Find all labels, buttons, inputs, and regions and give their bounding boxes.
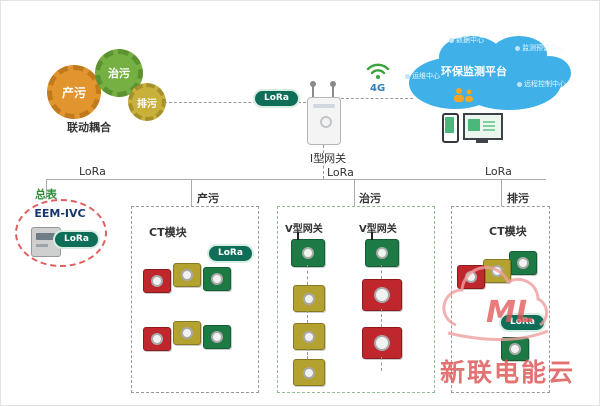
link-vgw-left-3 [307,348,308,359]
meter-label: 总表 [35,188,57,201]
gears-caption: 联动耦合 [67,121,111,134]
gear-chanwu-label: 产污 [61,85,86,100]
wifi-icon [366,63,390,79]
lora-badge-chanwu: LoRa [209,246,252,261]
gear-paiwu-icon: 排污 [128,83,166,121]
ct-module-yellow-icon [293,285,325,312]
ct-module-red-icon [457,265,485,289]
zone-zhiwu-title: 治污 [359,192,381,205]
users-icon [454,88,473,102]
monitor-icon [463,113,503,140]
ct-module-yellow-icon [173,321,201,345]
ct-module-red-icon [362,279,402,311]
zone-chanwu-ct-label: CT模块 [149,226,187,239]
link-gateway-cloud [341,98,413,99]
meter-device-label: EEM-IVC [34,207,86,220]
zone-chanwu-title: 产污 [197,192,219,205]
antenna-icon [310,81,316,98]
cloud-node-ops-center: 运维中心 [405,71,440,81]
vgateway-right-label: V型网关 [359,224,397,235]
zone-paiwu-title: 排污 [507,192,529,205]
lora-label-right: LoRa [485,165,512,178]
ct-module-red-icon [143,269,171,293]
bus-drop-paiwu [501,179,502,206]
vgateway-left-label: V型网关 [285,224,323,235]
link-vgw-right-3 [381,357,382,371]
ct-module-green-icon [501,337,529,361]
phone-icon [442,113,459,143]
zone-zhiwu [277,206,435,393]
lora-badge-paiwu: LoRa [501,315,544,330]
cloud-node-data-center: 数据中心 [449,35,484,45]
link-vgw-right-2 [381,309,382,327]
monitor-stand [476,140,488,143]
ct-module-yellow-icon [293,359,325,386]
bus-drop-chanwu [191,179,192,206]
ct-module-yellow-icon [483,259,511,283]
zone-chanwu [131,206,259,393]
ct-module-yellow-icon [173,263,201,287]
v-gateway-icon [291,232,325,267]
gear-chanwu-icon: 产污 [47,65,101,119]
link-gateway-bus [323,145,324,179]
cloud-title: 环保监测平台 [441,65,507,78]
lora-badge-meter: LoRa [55,232,98,247]
ct-module-red-icon [143,327,171,351]
gateway-dial [320,116,332,128]
cloud-node-remote-center: 远程控制中心 [517,79,566,89]
bus-drop-zhiwu [354,179,355,206]
cloud-node-warning-center: 监测预警中心 [515,43,564,53]
zone-paiwu-ct-label: CT模块 [489,225,527,238]
link-vgw-right-1 [381,265,382,279]
gear-paiwu-label: 排污 [137,98,157,110]
gateway-led [313,104,335,108]
v-gateway-icon [365,232,399,267]
link-gears-gateway [164,102,306,103]
lora-bus-line [46,179,546,180]
ct-module-red-icon [362,327,402,359]
link-vgw-left-2 [307,310,308,323]
antenna-icon [330,81,336,98]
gear-zhiwu-icon: 治污 [95,49,143,97]
meter-highlight-ellipse [15,199,107,267]
gear-zhiwu-label: 治污 [108,67,130,80]
lora-label-center: LoRa [327,166,354,179]
lora-badge-gateway: LoRa [255,91,298,106]
link-vgw-left-1 [307,265,308,285]
ct-module-green-icon [509,251,537,275]
lora-label-left: LoRa [79,165,106,178]
bus-drop-meter [46,179,47,199]
gateway-device-icon [307,97,341,145]
ct-module-green-icon [203,267,231,291]
gateway-label: I型网关 [309,152,347,165]
ct-module-yellow-icon [293,323,325,350]
4g-label: 4G [370,83,386,94]
ct-module-green-icon [203,325,231,349]
